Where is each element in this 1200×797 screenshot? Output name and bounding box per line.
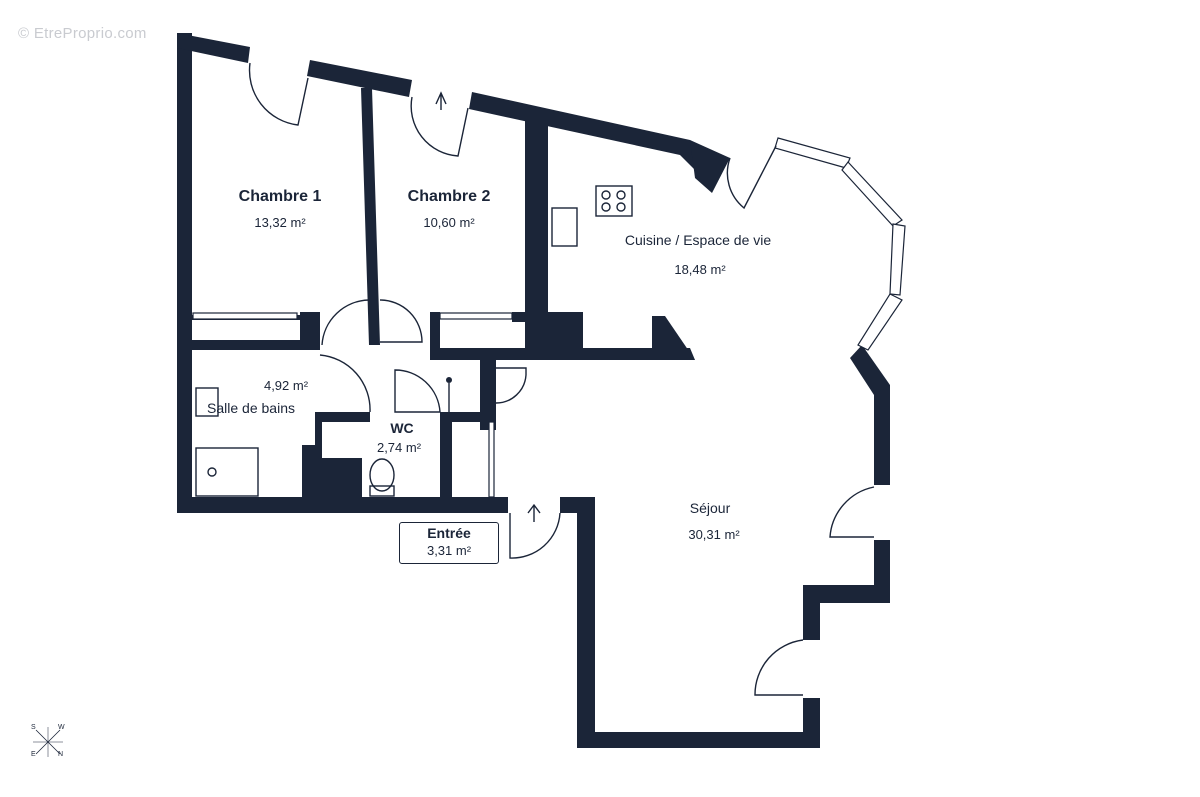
wall-right-upper	[874, 385, 890, 485]
wall-sdb-top	[192, 340, 320, 350]
window-bay-4	[857, 293, 903, 351]
room-area-sdb: 4,92 m²	[263, 378, 309, 393]
cooktop	[595, 185, 633, 217]
room-area-chambre1: 13,32 m²	[254, 215, 306, 230]
wall-top-2	[307, 60, 412, 97]
doors	[248, 62, 875, 696]
room-name-entree: Entrée	[427, 525, 471, 541]
wall-notch	[690, 140, 730, 193]
washbasin	[195, 387, 219, 417]
door-cuisine-ext	[726, 145, 777, 210]
wall-wc-block	[318, 458, 362, 497]
windows	[192, 137, 906, 498]
fixtures	[195, 185, 633, 497]
room-name-sejour: Séjour	[689, 500, 731, 516]
door-ch2-ext	[410, 96, 469, 157]
wall-ch1-ch2	[361, 88, 380, 345]
window-bay-2	[841, 161, 903, 227]
room-area-sejour: 30,31 m²	[688, 527, 740, 542]
room-name-chambre2: Chambre 2	[407, 188, 491, 205]
wall-wc-left-v	[315, 412, 322, 458]
sink	[551, 207, 578, 247]
wall-top-3	[469, 92, 710, 180]
compass-n: N	[58, 751, 64, 758]
wall-bottom-left	[177, 497, 508, 513]
wall-ch1-bottom-r	[300, 312, 320, 345]
door-entree	[509, 512, 561, 559]
arrow-up-ch2	[435, 91, 447, 110]
light-point	[446, 377, 452, 383]
burner	[616, 202, 626, 212]
compass-s: S	[31, 724, 36, 731]
wall-ch2-cuisine	[525, 118, 548, 355]
wall-wc-top	[315, 412, 370, 422]
watermark: © EtreProprio.com	[18, 25, 147, 42]
wall-top-1	[177, 33, 250, 63]
wall-step-1	[803, 585, 890, 640]
compass-e: E	[31, 751, 36, 758]
wall-left	[177, 33, 192, 500]
room-area-wc: 2,74 m²	[376, 440, 422, 455]
compass-icon	[33, 727, 63, 757]
outer-walls	[177, 33, 890, 748]
shower-drain	[207, 467, 217, 477]
arrow-up-entree	[527, 503, 541, 522]
window-ch2-closet	[439, 312, 513, 320]
wall-sejour-left	[560, 497, 595, 748]
wall-cuisine-right-block	[652, 316, 695, 360]
compass-rose: S W E N	[28, 722, 68, 762]
entree-label-box	[399, 522, 499, 564]
door-hall	[495, 367, 527, 404]
wall-cuisine-block	[525, 312, 583, 355]
door-sdb	[319, 354, 371, 413]
door-sejour-2	[754, 639, 804, 696]
room-name-chambre1: Chambre 1	[238, 188, 322, 205]
wall-wc-left	[302, 445, 318, 497]
window-bay-1	[774, 137, 851, 169]
wall-cuisine-bottom	[430, 348, 695, 360]
room-name-sdb: Salle de bains	[207, 400, 295, 416]
shower-tray	[195, 447, 259, 497]
burner	[601, 190, 611, 200]
toilet-bowl	[369, 458, 395, 492]
door-wc	[394, 369, 441, 413]
room-area-chambre2: 10,60 m²	[423, 215, 475, 230]
room-name-wc: WC	[390, 420, 414, 436]
wall-ch2-left-bottom	[430, 312, 440, 360]
window-bay-3	[889, 223, 906, 296]
window-hall	[488, 421, 495, 498]
door-ch1-ext	[248, 62, 309, 126]
wall-ch2-bottom-r	[512, 312, 525, 322]
interior-walls	[192, 88, 695, 497]
wall-sejour-bottom	[577, 732, 820, 748]
burner	[616, 190, 626, 200]
toilet-tank	[369, 485, 395, 497]
wall-right-diag	[850, 345, 890, 395]
room-area-entree: 3,31 m²	[426, 543, 472, 558]
room-area-cuisine: 18,48 m²	[674, 262, 726, 277]
room-name-cuisine: Cuisine / Espace de vie	[624, 232, 772, 248]
window-ch1-closet	[192, 312, 298, 320]
door-ch1	[321, 299, 370, 346]
burner	[601, 202, 611, 212]
wall-step-2	[874, 540, 890, 603]
door-sejour-1	[829, 486, 875, 538]
compass-w: W	[58, 724, 65, 731]
door-ch2	[379, 299, 423, 343]
wall-hall-post	[480, 360, 496, 412]
wall-wc-right-v	[440, 412, 452, 497]
wall-sejour-right-low	[803, 698, 820, 748]
